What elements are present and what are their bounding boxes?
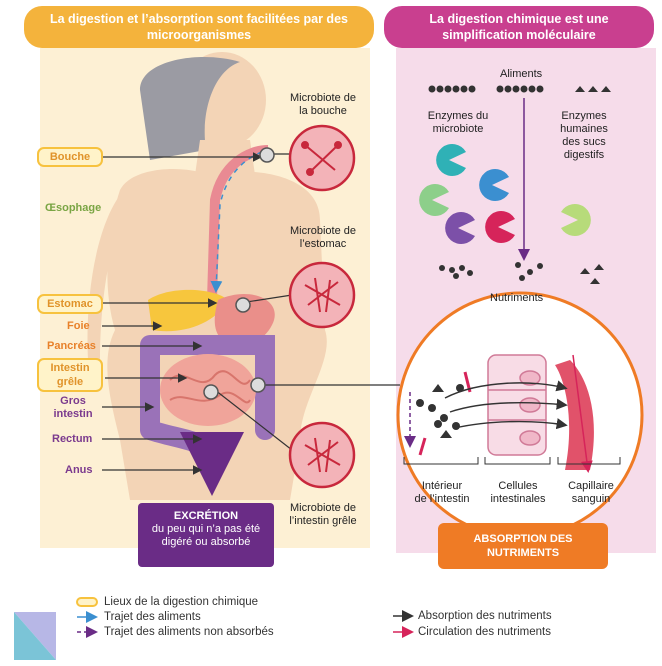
nutrients [439, 262, 604, 284]
label-cellules-intestinales: Cellules intestinales [490, 480, 546, 505]
enzymes [419, 144, 591, 244]
label-oesophage: Œsophage [45, 202, 102, 214]
food-molecules [428, 85, 611, 93]
label-foie: Foie [67, 320, 90, 332]
label-rectum: Rectum [52, 433, 93, 445]
label-microbiote-bouche: Microbiote de la bouche [289, 92, 357, 117]
label-nutriments: Nutriments [490, 292, 544, 304]
label-intestin-grele: Intestin grêle [37, 358, 103, 392]
excretion-box: EXCRÉTION du peu qui n’a pas été digéré … [138, 503, 274, 567]
stomach [214, 294, 275, 345]
header-left: La digestion et l’absorption sont facili… [24, 6, 374, 48]
label-gros-intestin: Gros intestin [53, 395, 93, 420]
legend-trajet-non-absorbes: Trajet des aliments non absorbés [104, 626, 274, 638]
label-pancreas: Pancréas [47, 340, 96, 352]
legend-trajet: Trajet des aliments [104, 611, 201, 623]
header-right: La digestion chimique est une simplifica… [384, 6, 654, 48]
excretion-text: du peu qui n’a pas été digéré ou absorbé [151, 523, 261, 548]
label-enzymes-microbiote: Enzymes du microbiote [427, 110, 489, 135]
label-enzymes-humaines: Enzymes humaines des sucs digestifs [560, 110, 608, 161]
intestinal-cells [487, 354, 547, 456]
microbiote-circles [288, 124, 356, 489]
label-microbiote-intestin: Microbiote de l’intestin grêle [289, 502, 357, 527]
label-interieur-intestin: Intérieur de l’intestin [414, 480, 470, 505]
label-capillaire-sanguin: Capillaire sanguin [568, 480, 614, 505]
label-bouche: Bouche [37, 147, 103, 167]
absorption-box: ABSORPTION DES NUTRIMENTS [438, 523, 608, 569]
excretion-title: EXCRÉTION [173, 510, 239, 522]
label-aliments: Aliments [500, 68, 543, 80]
label-anus: Anus [65, 464, 93, 476]
legend-circulation: Circulation des nutriments [418, 626, 551, 638]
legend-absorption: Absorption des nutriments [418, 610, 552, 622]
label-microbiote-estomac: Microbiote de l’estomac [289, 225, 357, 250]
label-estomac: Estomac [37, 294, 103, 314]
absorption-box-label: ABSORPTION DES NUTRIMENTS [473, 533, 573, 559]
legend-lieux: Lieux de la digestion chimique [104, 596, 259, 608]
